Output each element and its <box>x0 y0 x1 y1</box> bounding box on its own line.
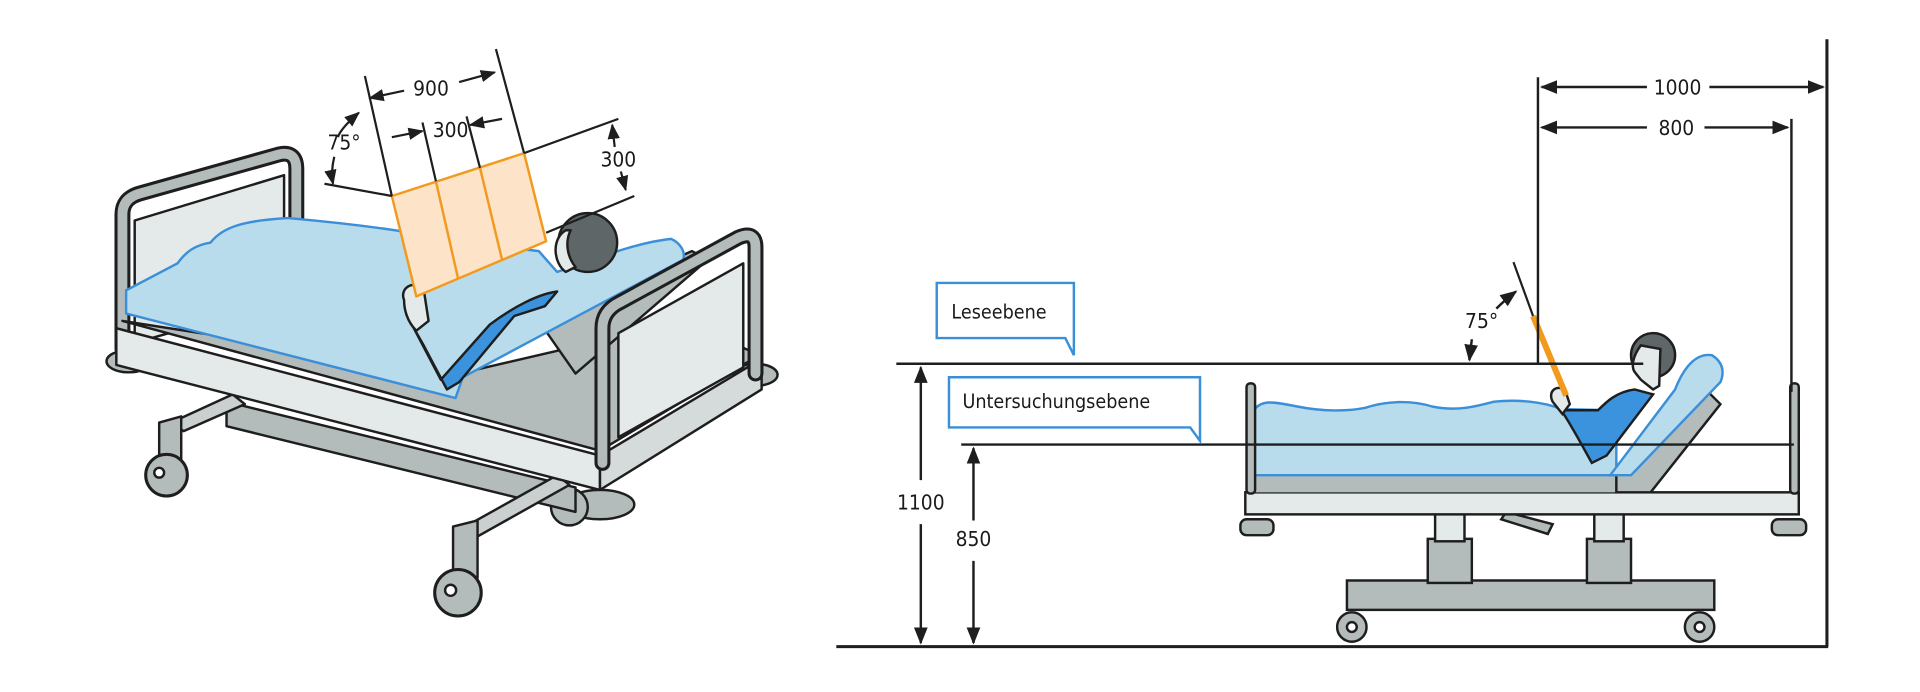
patient-face <box>554 229 577 274</box>
label-examination-level: Untersuchungsebene <box>962 390 1150 413</box>
callout-reading-level: Leseebene <box>935 281 1076 356</box>
patient-arm <box>412 290 559 391</box>
lift-column <box>1426 537 1474 585</box>
mattress <box>1252 399 1618 477</box>
wheel-hub <box>153 466 166 479</box>
bed-frame-side <box>598 357 763 492</box>
base-beam <box>225 400 577 514</box>
patient-hand <box>401 283 430 332</box>
wheel <box>144 452 189 498</box>
lift-column <box>1585 537 1633 585</box>
dim-height-segment: 300 <box>601 148 637 172</box>
lift-strut <box>1499 510 1555 536</box>
dim-distance-rail: 800 <box>1658 116 1694 140</box>
wheel-hub <box>443 583 458 598</box>
mattress-base <box>1253 472 1622 493</box>
wheel <box>433 567 483 618</box>
reading-surface-divider <box>478 167 504 260</box>
footboard-panel <box>617 262 745 439</box>
label-reading-level: Leseebene <box>951 300 1046 323</box>
dim-width-segment: 300 <box>433 118 469 142</box>
foot-pad <box>1770 518 1808 537</box>
bed-rail-post <box>1788 382 1801 495</box>
left-dimensions <box>324 48 635 234</box>
dim-examination-height: 850 <box>956 527 992 551</box>
angle-label-left: 75° <box>328 130 361 154</box>
foot-pad <box>1239 518 1275 537</box>
angle-label-right: 75° <box>1465 309 1498 333</box>
patient-face <box>1631 344 1662 391</box>
isometric-bed <box>105 145 779 618</box>
bed-rail-post <box>1245 382 1257 495</box>
dim-reading-height: 1100 <box>897 490 945 514</box>
dim-width-total: 900 <box>413 77 449 101</box>
dim-distance-wall: 1000 <box>1654 75 1702 99</box>
right-dimensions <box>896 77 1825 645</box>
reading-surface-divider <box>434 181 460 279</box>
bed-frame <box>1244 491 1800 516</box>
callout-examination-level: Untersuchungsebene <box>947 376 1202 445</box>
